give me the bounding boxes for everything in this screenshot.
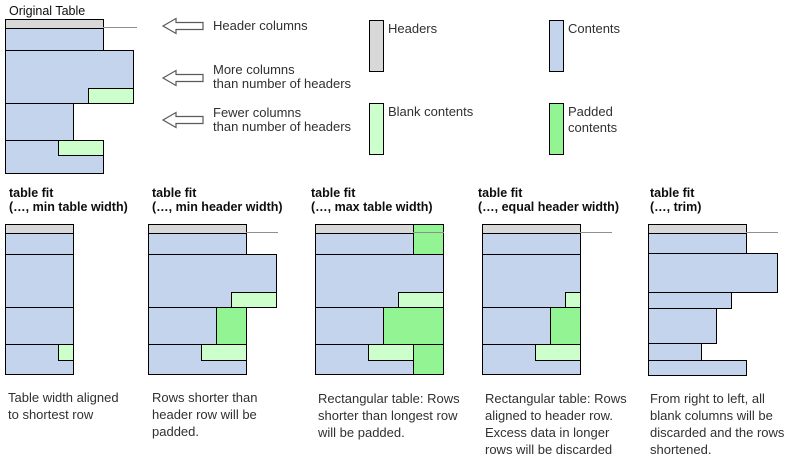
header-cell-rect bbox=[148, 224, 247, 234]
variant-heading-line2: (…, trim) bbox=[650, 199, 702, 214]
content-cell-rect bbox=[148, 254, 277, 308]
variant-heading-line1: table fit bbox=[311, 186, 356, 200]
content-cell-rect bbox=[648, 343, 702, 361]
padded-cell-rect bbox=[383, 307, 444, 345]
content-cell-rect bbox=[5, 140, 104, 174]
variant-caption-max-table-width: Rectangular table: Rows shorter than lon… bbox=[318, 391, 460, 440]
content-cell-rect bbox=[648, 292, 732, 309]
left-arrow-icon bbox=[162, 69, 204, 87]
content-cell-rect bbox=[482, 307, 551, 345]
variant-heading-line1: table fit bbox=[9, 186, 54, 200]
variant-heading-max-table-width: table fit (…, max table width) bbox=[311, 186, 433, 214]
legend-label-blank-contents: Blank contents bbox=[388, 104, 474, 119]
content-cell-rect bbox=[315, 254, 444, 308]
annotation-fewer-columns: Fewer columns than number of headers bbox=[213, 105, 352, 134]
guide-cell-rect bbox=[746, 232, 778, 233]
content-cell-rect bbox=[648, 308, 717, 344]
variant-caption-min-table-width: Table width aligned to shortest row bbox=[8, 390, 119, 422]
left-arrow-icon bbox=[162, 17, 204, 35]
blank-cell-rect bbox=[201, 344, 247, 361]
header-cell-rect bbox=[482, 224, 581, 234]
legend-label-padded-contents: Padded contents bbox=[568, 104, 618, 135]
content-cell-rect bbox=[148, 307, 217, 345]
content-cell-rect bbox=[5, 344, 74, 375]
left-arrow-icon bbox=[162, 111, 204, 129]
variant-heading-line2: (…, min table width) bbox=[9, 199, 128, 214]
annotation-more-columns: More columns than number of headers bbox=[213, 62, 352, 91]
variant-heading-line1: table fit bbox=[650, 186, 695, 200]
variant-heading-trim: table fit (…, trim) bbox=[650, 186, 702, 214]
legend-swatch-padded-contents bbox=[549, 103, 564, 155]
variant-heading-min-header-width: table fit (…, min header width) bbox=[152, 186, 283, 214]
variant-caption-min-header-width: Rows shorter than header row will be pad… bbox=[152, 390, 258, 439]
variant-heading-line2: (…, equal header width) bbox=[478, 199, 619, 214]
annotation-header-columns: Header columns bbox=[213, 18, 308, 33]
header-cell-rect bbox=[648, 224, 747, 234]
legend-swatch-blank-contents bbox=[369, 103, 384, 155]
content-cell-rect bbox=[315, 233, 414, 255]
padded-cell-rect bbox=[550, 307, 581, 345]
content-cell-rect bbox=[5, 50, 134, 104]
content-cell-rect bbox=[5, 28, 104, 51]
blank-cell-rect bbox=[58, 140, 104, 156]
content-cell-rect bbox=[482, 233, 581, 255]
content-cell-rect bbox=[648, 360, 747, 376]
legend-swatch-contents bbox=[549, 20, 564, 72]
content-cell-rect bbox=[648, 233, 747, 254]
padded-cell-rect bbox=[413, 344, 444, 375]
variant-heading-line2: (…, max table width) bbox=[311, 199, 433, 214]
variant-caption-trim: From right to left, all blank columns wi… bbox=[650, 391, 785, 457]
variant-heading-equal-header-width: table fit (…, equal header width) bbox=[478, 186, 619, 214]
guide-cell-rect bbox=[103, 27, 137, 28]
guide-cell-rect bbox=[413, 232, 444, 233]
variant-heading-min-table-width: table fit (…, min table width) bbox=[9, 186, 128, 214]
header-cell-rect bbox=[5, 19, 104, 29]
blank-cell-rect bbox=[398, 292, 444, 308]
blank-cell-rect bbox=[88, 88, 134, 104]
content-cell-rect bbox=[148, 233, 247, 255]
legend-label-contents: Contents bbox=[568, 21, 621, 36]
header-cell-rect bbox=[5, 224, 74, 234]
blank-cell-rect bbox=[58, 344, 74, 361]
guide-cell-rect bbox=[580, 232, 612, 233]
legend-label-headers: Headers bbox=[388, 21, 438, 36]
padded-cell-rect bbox=[216, 307, 247, 345]
content-cell-rect bbox=[5, 233, 74, 255]
content-cell-rect bbox=[5, 103, 74, 141]
variant-heading-line2: (…, min header width) bbox=[152, 199, 283, 214]
blank-cell-rect bbox=[535, 344, 581, 361]
variant-heading-line1: table fit bbox=[152, 186, 197, 200]
header-cell-rect bbox=[315, 224, 414, 234]
original-table-title: Original Table bbox=[9, 4, 86, 18]
content-cell-rect bbox=[315, 307, 384, 345]
padded-cell-rect bbox=[413, 224, 444, 255]
content-cell-rect bbox=[482, 344, 581, 375]
guide-cell-rect bbox=[246, 232, 278, 233]
blank-cell-rect bbox=[368, 344, 414, 361]
blank-cell-rect bbox=[231, 292, 277, 308]
content-cell-rect bbox=[5, 254, 74, 308]
content-cell-rect bbox=[482, 254, 581, 308]
blank-cell-rect bbox=[565, 292, 581, 308]
legend-swatch-headers bbox=[369, 20, 384, 72]
content-cell-rect bbox=[148, 344, 247, 375]
content-cell-rect bbox=[648, 253, 778, 293]
content-cell-rect bbox=[315, 344, 414, 375]
content-cell-rect bbox=[5, 307, 74, 345]
variant-heading-line1: table fit bbox=[478, 186, 523, 200]
variant-caption-equal-header-width: Rectangular table: Rows aligned to heade… bbox=[485, 391, 627, 457]
